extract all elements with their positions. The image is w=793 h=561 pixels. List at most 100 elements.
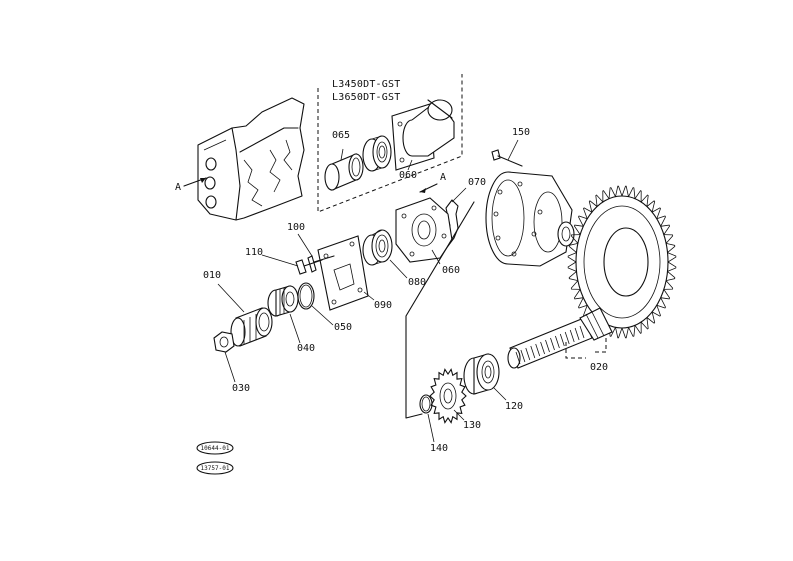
ring-gear-tooth <box>651 207 661 219</box>
label-130: 130 <box>463 420 481 431</box>
label-140: 140 <box>430 443 448 454</box>
ring-gear-tooth <box>656 215 666 227</box>
gear-130-outline <box>429 368 467 424</box>
part-065-bushing: 065 <box>324 130 364 191</box>
label-070: 070 <box>468 177 486 188</box>
shaft-spline-line <box>579 325 585 339</box>
part-060-lower-housing: 060 <box>395 197 460 276</box>
ring-gear-tooth <box>568 243 578 253</box>
model-note-1: L3450DT-GST <box>332 79 400 90</box>
part-020-ring-gear <box>567 185 677 339</box>
ring-gear-tooth <box>568 271 578 281</box>
ring-gear-tooth <box>666 243 676 253</box>
ring-gear-tooth <box>667 252 677 263</box>
part-120-bearing: 120 <box>463 353 523 412</box>
part-090-gasket: 090 <box>317 235 392 311</box>
marker-a-label-2: A <box>440 172 446 183</box>
ring-gear-tooth <box>615 185 623 197</box>
stamp-1: 10644-01 <box>201 445 230 452</box>
part-020-pinion-shaft: 020 <box>507 307 613 373</box>
part-150-bolt: 150 <box>491 127 530 167</box>
ring-gear-tooth <box>578 215 588 227</box>
part-030-nut: 030 <box>213 331 250 394</box>
gear-130-teeth <box>429 368 467 424</box>
part-040-needle-bearing: 040 <box>267 285 315 354</box>
label-020: 020 <box>590 362 608 373</box>
label-040: 040 <box>297 343 315 354</box>
ring-gear-tooth <box>646 311 656 324</box>
ring-gear-tooth <box>640 317 649 330</box>
ring-gear-tooth <box>628 325 636 337</box>
part-010-coupling: 010 <box>203 270 273 347</box>
ring-gear-teeth <box>567 185 677 339</box>
gear-130-bore <box>443 388 453 404</box>
ring-gear-tooth <box>588 200 598 213</box>
label-090: 090 <box>374 300 392 311</box>
shaft-splines <box>515 325 585 365</box>
ring-gear-tooth <box>567 261 577 272</box>
label-100: 100 <box>287 222 305 233</box>
part-130-gear: 130 <box>429 368 481 431</box>
label-080: 080 <box>408 277 426 288</box>
ring-gear-tooth <box>660 289 671 300</box>
label-120: 120 <box>505 401 523 412</box>
ring-gear-tooth <box>628 187 636 199</box>
shaft-spline-line <box>520 349 526 363</box>
ring-gear-tooth <box>663 234 674 244</box>
shaft-spline-line <box>564 331 570 345</box>
shaft-spline-line <box>555 335 560 349</box>
part-070-shim: 070 <box>445 177 486 247</box>
ring-gear-tooth <box>634 190 642 203</box>
stamp-2: 13757-01 <box>201 465 230 472</box>
part-080-bearing: 080 <box>362 229 426 288</box>
ring-gear-tooth <box>567 252 577 263</box>
part-upper-bearing <box>362 135 392 172</box>
ring-gear-tooth <box>583 207 593 219</box>
shaft-spline-line <box>550 337 555 351</box>
ring-gear-tooth <box>570 234 581 244</box>
label-050: 050 <box>334 322 352 333</box>
ring-gear-tooth <box>651 305 661 317</box>
marker-a-070: A <box>419 172 446 193</box>
label-110: 110 <box>245 247 263 258</box>
differential-case <box>485 171 575 267</box>
part-140-snap-ring: 140 <box>419 394 448 454</box>
shaft-spline-line <box>574 327 580 341</box>
marker-a-case: A <box>175 177 207 193</box>
label-060-lower: 060 <box>442 265 460 276</box>
label-010: 010 <box>203 270 221 281</box>
shaft-spline-line <box>525 347 531 361</box>
label-150: 150 <box>512 127 530 138</box>
shaft-spline-line <box>569 329 575 343</box>
gear-130-hub <box>439 382 457 410</box>
label-030: 030 <box>232 383 250 394</box>
model-notes: L3450DT-GST L3650DT-GST <box>332 79 400 103</box>
ring-gear-tooth <box>646 200 656 213</box>
ring-gear-tooth <box>656 297 666 309</box>
ring-gear-tooth <box>640 194 649 207</box>
ring-gear-tooth <box>570 280 581 290</box>
transmission-case <box>197 97 305 221</box>
drawing-stamps: 10644-01 13757-01 <box>196 441 234 475</box>
model-note-2: L3650DT-GST <box>332 92 400 103</box>
shaft-spline-line <box>545 339 550 353</box>
ring-gear-tooth <box>615 327 623 339</box>
ring-gear-tooth <box>578 297 588 309</box>
marker-a-label: A <box>175 182 181 193</box>
shaft-spline-line <box>530 345 536 359</box>
ring-gear-tooth <box>602 190 610 203</box>
ring-gear-tooth <box>663 280 674 290</box>
part-060-upper-housing: 060 <box>391 99 455 181</box>
ring-gear-tooth <box>621 185 629 197</box>
ring-gear-tooth <box>608 187 616 199</box>
ring-gear-tooth <box>666 271 676 281</box>
ring-gear-tooth <box>573 289 584 300</box>
part-110-bolt: 110 <box>245 247 323 275</box>
ring-gear-tooth <box>667 261 677 272</box>
ring-gear-tooth <box>595 194 604 207</box>
shaft-spline-line <box>559 333 565 347</box>
shaft-spline-line <box>515 351 521 365</box>
shaft-spline-line <box>535 343 541 357</box>
ring-gear-tooth <box>573 224 584 235</box>
